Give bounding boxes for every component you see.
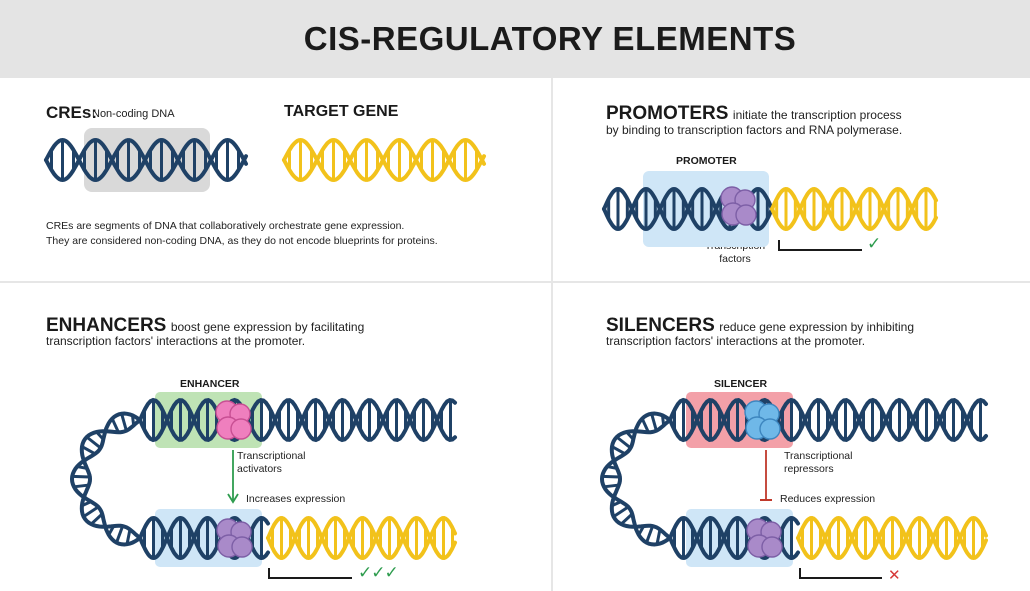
promoters-text-line1: initiate the transcription process <box>732 108 902 122</box>
silencers-heading-line: SILENCERS reduce gene expression by inhi… <box>606 315 914 337</box>
enhancers-heading: ENHANCERS <box>46 315 167 336</box>
enhancer-effect-label: Increases expression <box>246 493 346 505</box>
enhancers-heading-line: ENHANCERS boost gene expression by facil… <box>46 315 364 337</box>
target-gene-helix <box>282 137 486 183</box>
enhancer-region-label: ENHANCER <box>180 378 240 390</box>
enhancer-result-check-icon: ✓✓✓ <box>358 563 399 582</box>
transcriptional-repressor-icon <box>744 400 781 440</box>
activator-label-2: activators <box>237 463 282 475</box>
vertical-divider <box>551 78 553 591</box>
promoter-result-check-icon: ✓ <box>867 234 882 253</box>
silencer-gene-bracket <box>799 568 882 579</box>
activator-label-1: Transcriptional <box>237 450 306 462</box>
horizontal-divider <box>0 281 1030 283</box>
cre-dna-helix <box>44 137 248 183</box>
enhancers-text-line1: boost gene expression by facilitating <box>170 320 365 334</box>
promoters-heading-line: PROMOTERS initiate the transcription pro… <box>606 103 902 125</box>
enhancer-factor-icon <box>216 518 253 558</box>
enhancer-top-helix <box>138 397 457 443</box>
promoter-gene-bracket <box>778 240 862 251</box>
cre-description-line2: They are considered non-coding DNA, as t… <box>46 235 438 247</box>
promoter-factor-label-2: factors <box>719 253 751 265</box>
promoter-region-label: PROMOTER <box>676 155 737 167</box>
repressor-label-2: repressors <box>784 463 834 475</box>
silencer-gene-helix <box>796 515 988 561</box>
silencer-top-helix <box>668 397 988 443</box>
silencers-heading: SILENCERS <box>606 315 715 336</box>
cre-description-line1: CREs are segments of DNA that collaborat… <box>46 220 405 232</box>
silencer-loop-helix <box>599 411 672 547</box>
enhancer-gene-bracket <box>268 568 352 579</box>
transcription-factor-icon <box>720 186 757 226</box>
cre-subheading: Non-coding DNA <box>92 108 175 120</box>
promoters-text-line2: by binding to transcription factors and … <box>606 123 903 137</box>
silencers-text-line1: reduce gene expression by inhibiting <box>719 320 914 334</box>
enhancer-loop-helix <box>69 411 142 547</box>
silencer-factor-icon <box>746 518 783 558</box>
silencers-text-line2: transcription factors' interactions at t… <box>606 334 866 348</box>
activator-arrow-head <box>227 493 239 504</box>
enhancer-gene-helix <box>266 515 457 561</box>
enhancers-text-line2: transcription factors' interactions at t… <box>46 334 306 348</box>
silencer-region-label: SILENCER <box>714 378 768 390</box>
cre-heading: CREs: <box>46 103 98 122</box>
transcriptional-activator-icon <box>215 400 252 440</box>
page-title: CIS-REGULATORY ELEMENTS <box>303 20 797 57</box>
repressor-label-1: Transcriptional <box>784 450 853 462</box>
target-gene-heading: TARGET GENE <box>284 103 399 120</box>
promoters-heading: PROMOTERS <box>606 103 729 124</box>
silencer-effect-label: Reduces expression <box>780 493 876 505</box>
promoter-gene-helix <box>770 186 938 232</box>
silencer-result-cross-icon: ✕ <box>888 567 901 584</box>
title-bar: CIS-REGULATORY ELEMENTS <box>0 0 1030 78</box>
